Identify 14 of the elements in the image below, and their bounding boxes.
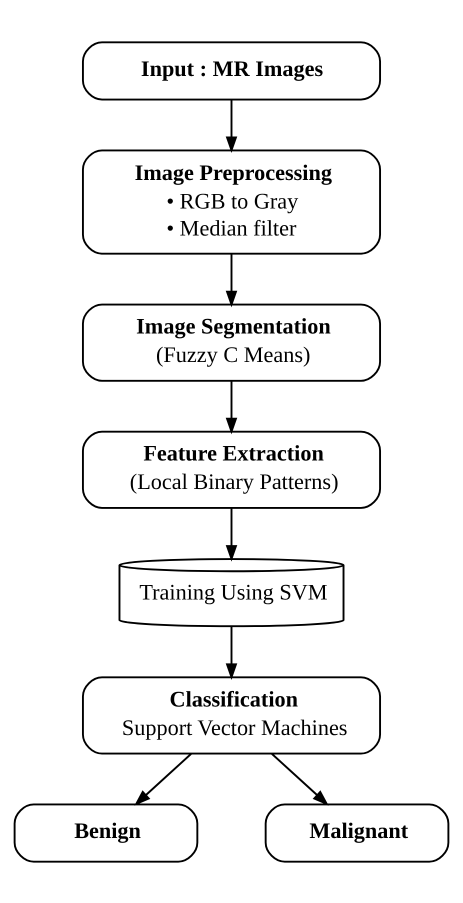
node-box: Image Segmentation (Fuzzy C Means)	[82, 303, 382, 382]
arrow	[134, 752, 192, 806]
arrow	[271, 752, 329, 806]
arrow	[226, 380, 238, 434]
node-box: Benign	[14, 802, 198, 862]
node-box: Feature Extraction (Local Binary Patterns)	[82, 430, 382, 508]
node-box: Image Preprocessing • RGB to Gray • Median filter	[82, 148, 382, 254]
arrow	[226, 507, 238, 562]
arrow	[226, 626, 238, 680]
node-box: Input : MR Images	[82, 40, 382, 100]
arrow	[226, 99, 238, 152]
node-box: Malignant	[264, 802, 450, 862]
node-box: Classification Support Vector Machines	[82, 676, 382, 754]
arrow	[226, 254, 238, 307]
